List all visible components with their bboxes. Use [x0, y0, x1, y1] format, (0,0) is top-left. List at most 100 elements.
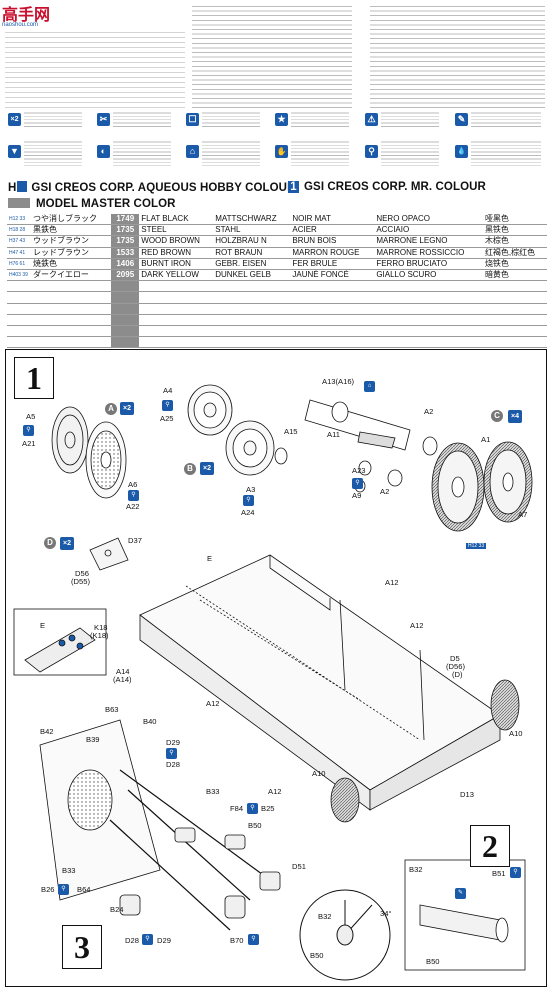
color-name-de: MATTSCHWARZ: [213, 214, 291, 226]
color-name-cn: [482, 336, 547, 349]
color-row: [7, 314, 547, 326]
color-name-jp: つや消しブラック: [31, 214, 112, 226]
part-label: A13(A16): [322, 377, 355, 386]
color-name-fr: JAUNĖ FONCĖ: [290, 269, 375, 282]
color-name-fr: [290, 303, 375, 315]
color-ref: H47 41: [7, 247, 31, 259]
color-ref: H37 43: [7, 235, 31, 248]
color-row: [7, 303, 547, 315]
color-name-jp: [31, 325, 112, 338]
cement-icon: ⚲: [247, 803, 258, 814]
color-ref: [7, 280, 31, 293]
repeat-icon: ×4: [508, 410, 522, 423]
color-row: [7, 291, 547, 304]
part-label: B39: [86, 735, 100, 744]
part-label: A11: [327, 430, 340, 439]
part-label: A12: [206, 699, 220, 708]
part-label: A10: [312, 769, 326, 778]
part-label: A2: [424, 407, 434, 416]
color-name-fr: [290, 314, 375, 326]
part-label: (D55): [71, 577, 90, 586]
color-name-fr: [290, 336, 375, 349]
color-name-de: [213, 280, 291, 293]
callout-a: A: [105, 403, 117, 415]
part-label: A1: [481, 435, 491, 444]
paint-ref: H12 33: [466, 543, 487, 549]
color-name-fr: MARRON ROUGE: [290, 247, 375, 259]
color-name-cn: [482, 280, 547, 293]
color-name-fr: [290, 325, 375, 338]
assembly-frame: [5, 349, 547, 987]
suspension-plate: [39, 719, 161, 901]
repeat-icon: ×2: [120, 402, 134, 415]
color-row: [7, 325, 547, 338]
part-label: (D): [452, 670, 463, 679]
idler-wheel-a5: [51, 406, 89, 474]
wheel-a10: [330, 679, 520, 823]
part-label: B25: [261, 804, 275, 813]
part-label: A4: [163, 386, 173, 395]
repeat-icon: ×2: [8, 113, 21, 126]
notes-it: [370, 4, 545, 108]
aqueous-mark-box: [17, 181, 28, 192]
part-label: B50: [248, 821, 262, 830]
color-name-cn: 暗黄色: [482, 269, 547, 282]
color-name-en: FLAT BLACK: [139, 214, 214, 226]
angle-label: 34°: [380, 909, 392, 918]
model-master-header: MODEL MASTER COLOR: [8, 198, 176, 210]
part-label: B50: [426, 957, 440, 966]
legend-text: [24, 111, 82, 129]
jp-notes: [5, 30, 185, 108]
color-name-de: [213, 291, 291, 304]
color-name-cn: 红褐色,棕红色: [482, 247, 547, 259]
sprocket-a3: [225, 420, 275, 476]
legend-text: [202, 140, 260, 168]
color-name-de: [213, 336, 291, 349]
cement-icon: ⚲: [128, 490, 139, 501]
part-label: B51: [492, 869, 506, 878]
color-name-cn: 哑黑色: [482, 214, 547, 226]
part-label: A9: [352, 491, 362, 500]
color-name-cn: [482, 314, 547, 326]
cut-icon: ✂: [97, 113, 110, 126]
color-ref: H403 39: [7, 269, 31, 282]
part-label: D28: [166, 760, 180, 769]
sprocket-a4: [187, 384, 233, 436]
notes-de: [192, 4, 352, 108]
color-name-en: RED BROWN: [139, 247, 214, 259]
hull-e: [139, 554, 501, 811]
part-label: A22: [126, 502, 140, 511]
cement-icon: ⚲: [352, 478, 363, 489]
color-code: 1735: [111, 224, 140, 237]
part-label: K18: [94, 623, 108, 632]
color-name-de: STAHL: [213, 224, 291, 237]
part-label: B33: [206, 787, 220, 796]
color-code: [111, 336, 140, 349]
color-name-jp: ウッドブラウン: [31, 235, 112, 248]
part-label: (D56): [446, 662, 465, 671]
part-label: B64: [77, 885, 91, 894]
color-name-fr: BRUN BOIS: [290, 235, 375, 248]
color-name-jp: レッドブラウン: [31, 247, 112, 259]
part-label: A2: [380, 487, 390, 496]
aqueous-mark: H: [8, 182, 17, 194]
color-code: 2095: [111, 269, 140, 282]
decal-icon: ◐: [97, 145, 110, 158]
part-label: B32: [318, 912, 332, 921]
cement-icon: ⚲: [365, 145, 378, 158]
cap-a15: [274, 447, 288, 465]
road-wheel-a7: [483, 441, 533, 523]
part-label: A12: [385, 578, 399, 587]
color-name-fr: [290, 291, 375, 304]
color-code: [111, 314, 140, 326]
color-name-en: [139, 303, 214, 315]
cement-icon: ⚲: [166, 748, 177, 759]
step-3-number: 3: [62, 925, 102, 969]
assembly-icon: ⌂: [364, 381, 375, 392]
road-wheel-a1: [431, 442, 485, 532]
legend-text: [113, 111, 171, 129]
color-ref: [7, 291, 31, 304]
water-icon: 💧: [455, 145, 468, 158]
